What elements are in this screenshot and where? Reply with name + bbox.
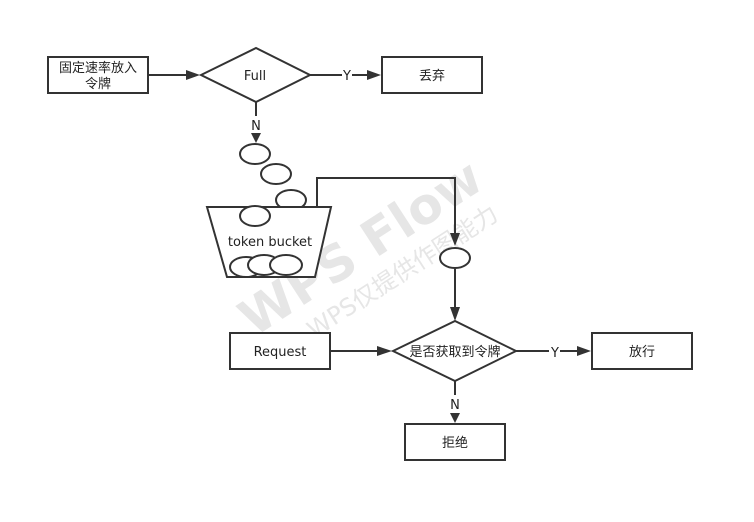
node-reject-box [404, 423, 506, 461]
node-request-label: Request [254, 345, 307, 360]
node-get-token-diamond [390, 319, 519, 383]
arrowhead-decision-to-reject [450, 413, 460, 423]
node-token-bucket: token bucket [205, 205, 333, 278]
node-fixed-rate: 固定速率放入 令牌 [47, 56, 149, 94]
node-reject-label: 拒绝 [442, 435, 468, 451]
bucket-label: token bucket [228, 235, 312, 250]
token-circle [260, 163, 292, 185]
node-fixed-rate-label-line1: 固定速率放入 [59, 60, 137, 76]
node-full-diamond [198, 46, 313, 104]
node-allow: 放行 [591, 332, 693, 370]
node-allow-box [591, 332, 693, 370]
arrowhead-full-to-discard [367, 70, 381, 80]
node-request: Request [229, 332, 331, 370]
node-full-label: Full [244, 69, 266, 84]
arrowhead-token-to-decision [450, 307, 460, 321]
node-get-token-decision: 是否获取到令牌 [390, 319, 519, 383]
token-circle [239, 205, 271, 227]
node-discard-box [381, 56, 483, 94]
edge-label-decision-no: N [450, 398, 460, 413]
arrowhead-request-to-decision [377, 346, 392, 356]
arrowhead-bucket-to-token [450, 233, 460, 246]
node-request-box [229, 332, 331, 370]
edge-bucket-to-token [316, 177, 456, 233]
falling-tokens [239, 143, 307, 211]
node-get-token-label: 是否获取到令牌 [409, 344, 500, 360]
node-discard: 丢弃 [381, 56, 483, 94]
arrowhead-decision-to-allow [577, 346, 591, 356]
arrowhead-fixed-rate-to-full [186, 70, 200, 80]
edge-label-decision-yes: Y [550, 346, 559, 361]
edge-label-full-yes: Y [342, 69, 351, 84]
arrowhead-full-no [251, 133, 261, 143]
node-fixed-rate-box [47, 56, 149, 94]
node-full-decision: Full [198, 46, 313, 104]
node-reject: 拒绝 [404, 423, 506, 461]
node-fixed-rate-label-line2: 令牌 [85, 76, 111, 92]
node-discard-label: 丢弃 [419, 69, 445, 84]
token-circle-outgoing [439, 247, 471, 269]
edge-label-full-no: N [251, 119, 261, 134]
edges [148, 70, 591, 423]
token-circle [239, 143, 271, 165]
token-circle [269, 254, 303, 276]
node-allow-label: 放行 [629, 345, 655, 360]
